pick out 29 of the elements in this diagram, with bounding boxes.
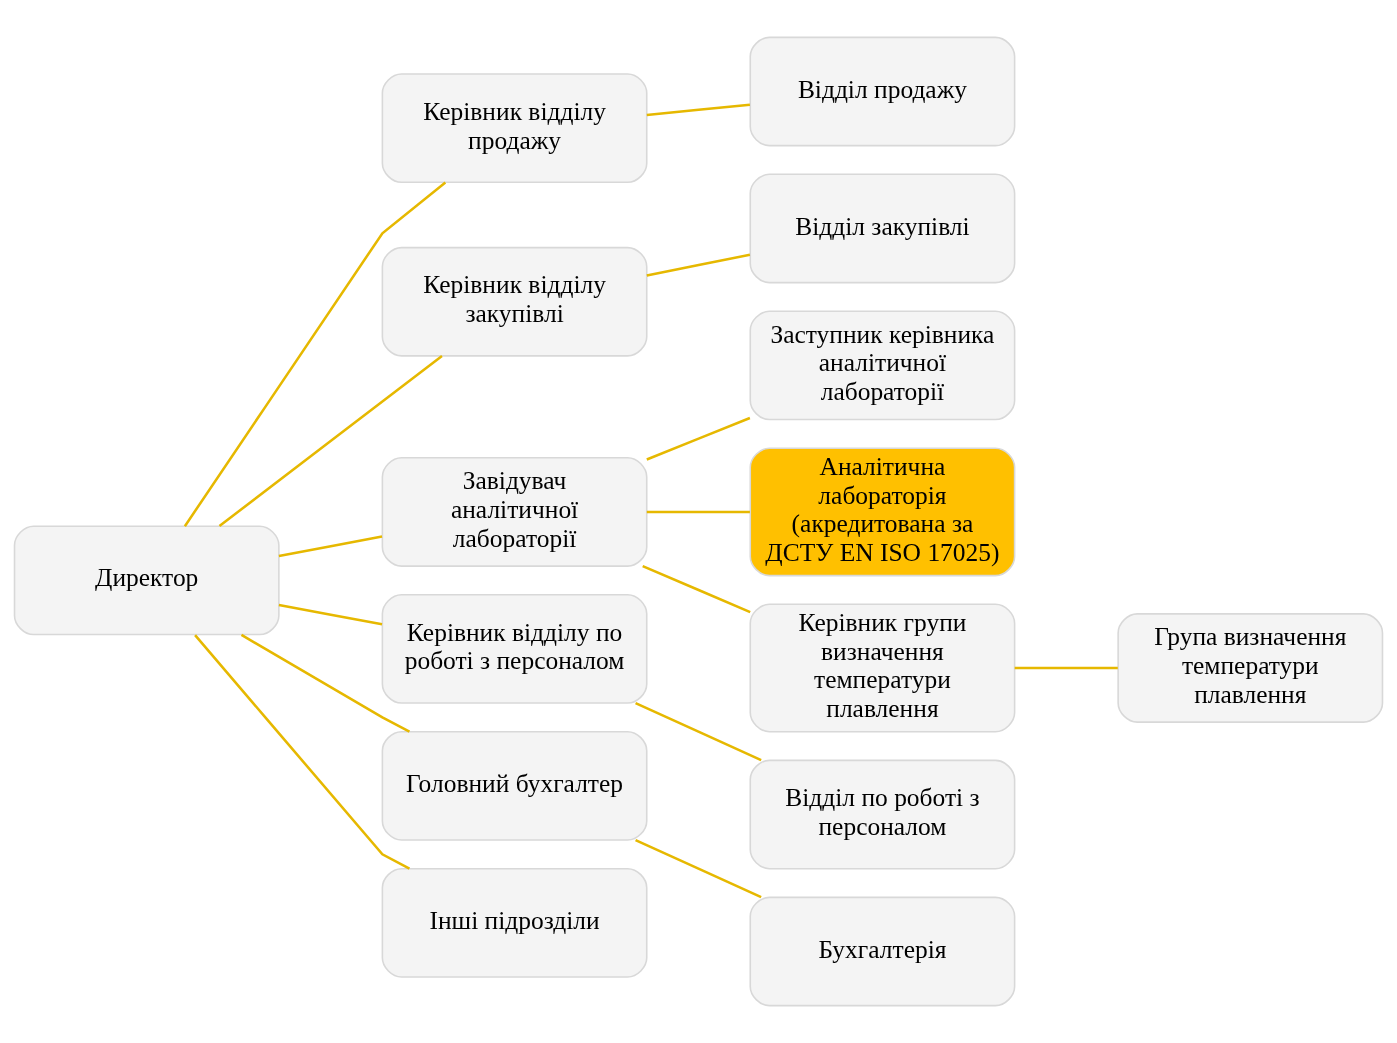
node-box: Керівник відділу закупівлі bbox=[381, 246, 648, 357]
connector bbox=[240, 633, 411, 733]
connector bbox=[278, 535, 383, 558]
connector bbox=[646, 416, 751, 461]
connector bbox=[1014, 666, 1118, 670]
connector bbox=[635, 838, 762, 899]
node-box: Керівник відділу по роботі з персоналом bbox=[381, 593, 648, 704]
node-box: Завідувач аналітичної лабораторії bbox=[381, 457, 648, 567]
node-box: Керівник відділу продажу bbox=[381, 73, 648, 184]
node-box: Заступник керівника аналітичної лабораторії bbox=[749, 310, 1016, 421]
node-box: Відділ по роботі з персоналом bbox=[749, 759, 1016, 870]
node-box: Інші підрозділи bbox=[381, 867, 648, 978]
connector bbox=[278, 603, 383, 626]
connector bbox=[642, 564, 751, 614]
node-box: Керівник групи визначення температури плавлення bbox=[749, 603, 1016, 733]
node-box: Група визначення температури плавлення bbox=[1117, 613, 1384, 723]
node-box: Аналітична лабораторія (акредитована за ДСТУ EN ISO 17025) bbox=[749, 447, 1016, 577]
node-box: Відділ продажу bbox=[749, 36, 1016, 147]
connector bbox=[194, 634, 411, 870]
connector bbox=[635, 701, 762, 762]
node-box: Відділ закупівлі bbox=[749, 173, 1016, 284]
node-box: Головний бухгалтер bbox=[381, 730, 648, 841]
connector bbox=[646, 103, 751, 117]
node-box: Бухгалтерія bbox=[749, 896, 1016, 1007]
connector bbox=[646, 510, 750, 514]
node-box: Директор bbox=[13, 525, 280, 636]
connector bbox=[646, 253, 751, 277]
connector bbox=[183, 181, 447, 527]
connector bbox=[218, 354, 443, 528]
